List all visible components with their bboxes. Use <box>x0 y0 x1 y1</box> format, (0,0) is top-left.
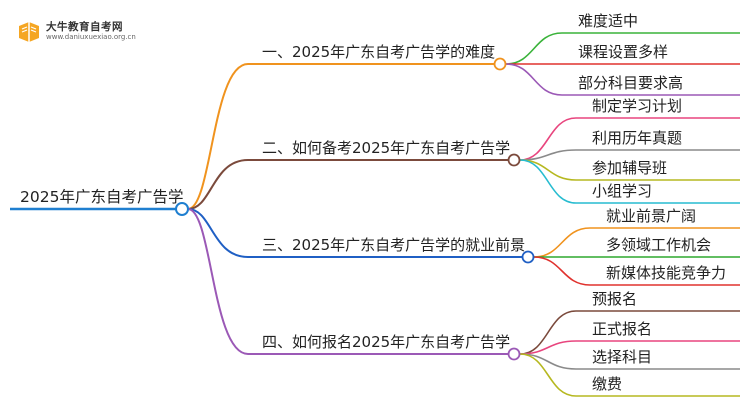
leaf-connector <box>505 32 740 65</box>
leaf-connector <box>519 159 740 204</box>
leaf-label: 新媒体技能竞争力 <box>606 264 727 282</box>
leaf-label: 预报名 <box>592 290 638 308</box>
leaf-label: 难度适中 <box>578 12 639 30</box>
branch-node[interactable] <box>507 153 521 167</box>
leaf-connector <box>519 353 740 397</box>
leaf-connector <box>505 63 740 96</box>
leaf-label: 多领域工作机会 <box>606 236 712 254</box>
brand-url: www.daniuxuexiao.org.cn <box>46 33 136 41</box>
branch-label-1: 一、2025年广东自考广告学的难度 <box>262 43 496 61</box>
root-label: 2025年广东自考广告学 <box>20 188 184 206</box>
root-node[interactable] <box>175 202 189 216</box>
leaf-label: 选择科目 <box>592 348 653 366</box>
leaf-connector <box>533 227 740 258</box>
book-logo-icon <box>19 22 39 42</box>
leaf-label: 正式报名 <box>592 320 653 338</box>
brand-name: 大牛教育自考网 <box>46 21 123 33</box>
leaf-connector <box>519 310 740 355</box>
leaf-label: 就业前景广阔 <box>606 207 697 225</box>
leaf-label: 部分科目要求高 <box>578 74 684 92</box>
branch-node[interactable] <box>493 57 507 71</box>
leaf-label: 制定学习计划 <box>592 97 683 115</box>
leaf-label: 课程设置多样 <box>578 43 669 61</box>
brand-logo: 大牛教育自考网 www.daniuxuexiao.org.cn <box>16 14 156 48</box>
leaf-label: 缴费 <box>592 375 623 393</box>
leaf-connector <box>519 149 740 161</box>
leaf-connector <box>519 340 740 355</box>
branch-label-3: 三、2025年广东自考广告学的就业前景 <box>262 236 526 254</box>
branch-node[interactable] <box>507 347 521 361</box>
branch-connector <box>187 159 249 210</box>
branch-connector <box>187 208 249 258</box>
branch-connector <box>187 63 249 210</box>
branch-connector <box>187 208 249 355</box>
leaf-connector <box>533 256 740 286</box>
branch-label-4: 四、如何报名2025年广东自考广告学 <box>262 333 511 351</box>
leaf-connector <box>519 353 740 370</box>
leaf-connector <box>519 117 740 161</box>
leaf-label: 利用历年真题 <box>592 129 683 147</box>
branch-label-2: 二、如何备考2025年广东自考广告学 <box>262 139 511 157</box>
leaf-label: 小组学习 <box>592 182 653 200</box>
leaf-label: 参加辅导班 <box>592 159 668 177</box>
branch-node[interactable] <box>521 250 535 264</box>
